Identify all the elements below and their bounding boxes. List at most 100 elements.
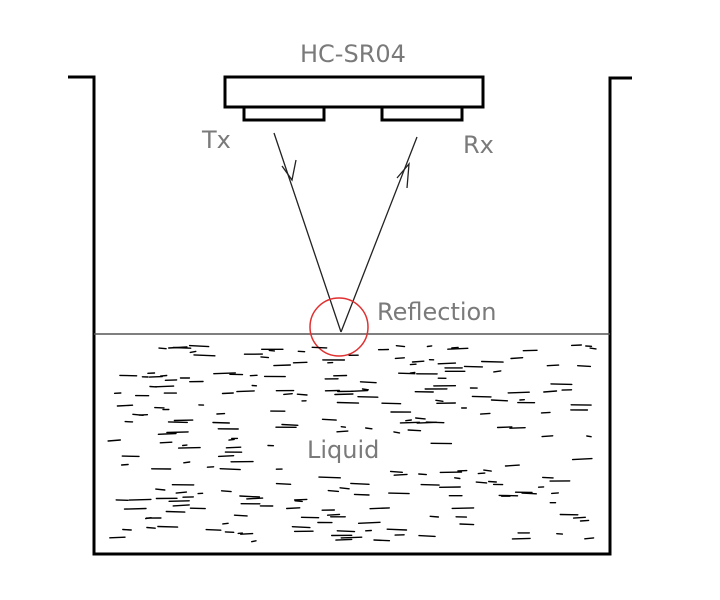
liquid-dash	[361, 388, 369, 391]
liquid-dash	[357, 521, 381, 524]
transmitter-element	[242, 105, 326, 122]
liquid-dash	[541, 435, 554, 438]
reflection-point-marker	[309, 297, 369, 357]
liquid-dash	[311, 346, 328, 349]
liquid-dash	[250, 540, 257, 543]
liquid-dash	[340, 536, 363, 539]
liquid-dash	[239, 532, 254, 535]
liquid-dash	[221, 392, 234, 395]
liquid-dash	[273, 364, 291, 367]
liquid-dash	[123, 507, 147, 510]
liquid-dash	[521, 492, 537, 495]
liquid-dash	[571, 457, 593, 461]
liquid-dash	[463, 365, 484, 368]
liquid-dash	[510, 357, 524, 360]
liquid-dash	[416, 421, 437, 424]
liquid-dash	[393, 473, 408, 476]
liquid-dash	[335, 538, 353, 541]
liquid-dash	[411, 360, 425, 363]
liquid-dash	[286, 507, 301, 510]
liquid-dash	[283, 393, 293, 396]
liquid-dash	[454, 477, 461, 480]
transmitter-label: Tx	[202, 126, 231, 154]
liquid-dash	[175, 491, 188, 494]
liquid-dash	[415, 417, 426, 420]
liquid-dash	[579, 519, 590, 522]
liquid-dash	[183, 461, 191, 464]
liquid-dash	[386, 528, 408, 531]
liquid-dash	[336, 530, 356, 533]
liquid-dash	[546, 364, 560, 367]
liquid-dash	[275, 482, 292, 485]
liquid-dash	[451, 507, 475, 510]
liquid-dash	[493, 370, 502, 373]
liquid-dash	[268, 349, 276, 352]
liquid-dash	[483, 469, 492, 472]
liquid-dash	[420, 483, 440, 486]
liquid-dash	[540, 411, 551, 414]
liquid-dash	[168, 500, 190, 502]
liquid-dash	[381, 402, 402, 405]
liquid-dash	[166, 431, 189, 434]
liquid-dash	[577, 365, 592, 368]
receiver-element	[380, 105, 464, 122]
liquid-dash	[189, 350, 197, 354]
liquid-dash	[477, 472, 486, 475]
liquid-dash	[339, 487, 350, 490]
liquid-dash	[225, 446, 242, 449]
liquid-dash	[193, 354, 216, 357]
liquid-texture	[107, 344, 597, 543]
reflection-label: Reflection	[377, 298, 497, 326]
liquid-dash	[429, 515, 440, 518]
liquid-dash	[109, 536, 126, 539]
liquid-dash	[217, 455, 235, 458]
liquid-dash	[437, 362, 457, 365]
liquid-dash	[551, 492, 559, 495]
liquid-dash	[177, 446, 201, 449]
liquid-dash	[296, 393, 308, 396]
liquid-dash	[490, 399, 509, 402]
liquid-dash	[327, 489, 340, 493]
liquid-dash	[350, 482, 370, 485]
liquid-dash	[398, 372, 416, 375]
liquid-dash	[219, 468, 241, 471]
liquid-dash	[159, 374, 168, 377]
liquid-dash	[511, 537, 531, 540]
liquid-dash	[291, 526, 311, 529]
liquid-dash	[146, 526, 156, 529]
liquid-dash	[388, 492, 410, 495]
container	[68, 75, 632, 556]
liquid-dash	[589, 347, 597, 350]
liquid-dash	[292, 361, 308, 364]
emitted-wave	[273, 132, 342, 333]
liquid-dash	[543, 390, 558, 393]
liquid-dash	[294, 500, 303, 503]
receiver-label: Rx	[463, 131, 494, 159]
liquid-dash	[426, 345, 433, 348]
liquid-dash	[507, 391, 530, 394]
liquid-dash	[394, 357, 405, 360]
liquid-dash	[369, 507, 390, 510]
liquid-dash	[165, 510, 186, 513]
liquid-dash	[481, 360, 504, 363]
liquid-dash	[128, 498, 152, 501]
liquid-dash	[409, 371, 416, 374]
liquid-dash	[542, 476, 554, 479]
liquid-dash	[188, 344, 210, 348]
liquid-dash	[233, 514, 248, 517]
liquid-dash	[584, 537, 595, 540]
liquid-dash	[471, 395, 492, 398]
liquid-dash	[365, 427, 373, 430]
liquid-dash	[167, 346, 188, 349]
liquid-dash	[213, 372, 237, 375]
liquid-dash	[393, 431, 401, 434]
liquid-dash	[389, 470, 403, 473]
liquid-dash	[340, 426, 347, 428]
liquid-dash	[479, 412, 491, 415]
liquid-dash	[496, 426, 513, 429]
sensor	[223, 75, 485, 122]
liquid-dash	[293, 498, 308, 501]
liquid-dash	[116, 404, 134, 407]
liquid-dash	[167, 421, 189, 424]
